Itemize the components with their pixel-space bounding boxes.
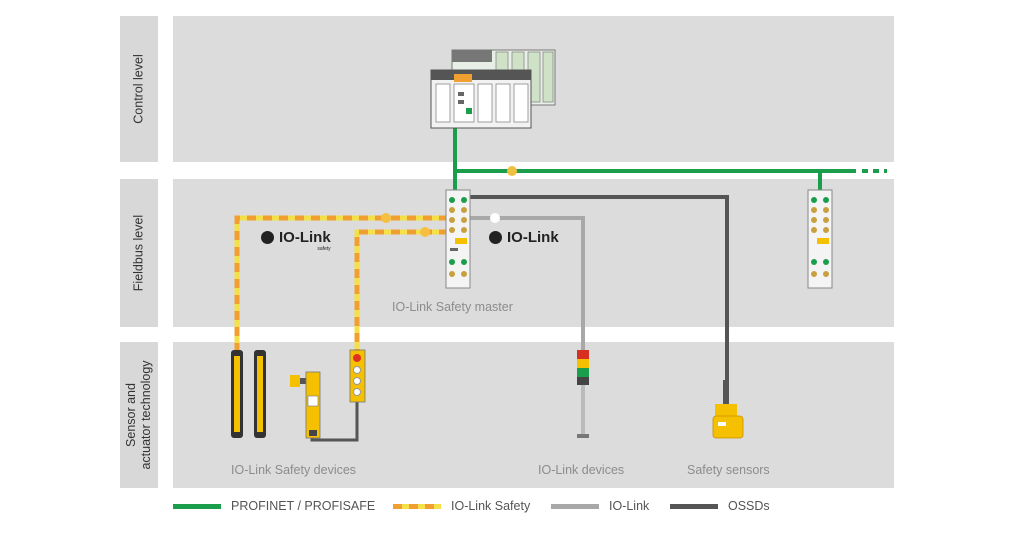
legend-item-iolink: IO-Link [551,498,649,514]
light-curtain [231,350,266,438]
fieldbus-module-right [807,189,833,289]
legend-swatch-profinet [173,503,221,509]
legend-item-profinet: PROFINET / PROFISAFE [173,498,375,514]
iolink-logo-icon [489,231,502,244]
iolink-logo-text: IO-Link [507,229,559,246]
plc-controller [430,49,556,129]
legend-swatch-iolink [551,503,599,509]
profinet-lines [453,125,887,195]
legend-label-ossds: OSSDs [728,499,770,513]
legend-swatch-iolink-safety [393,503,441,509]
fieldbus-level-label-box: Fieldbus level [120,179,158,327]
caption-safety-sensors: Safety sensors [687,463,770,477]
control-level-label-box: Control level [120,16,158,162]
caption-safety-master: IO-Link Safety master [392,300,513,314]
iolink-line [462,213,585,350]
control-station [349,349,366,403]
caption-safety-devices: IO-Link Safety devices [231,463,357,477]
sensor-level-band [173,342,894,488]
legend-label-iolink: IO-Link [609,499,650,513]
fieldbus-level-band [173,179,894,327]
caption-iolink-devices: IO-Link devices [538,463,625,477]
profinet-node-dot [507,166,517,176]
iolink-safety-lines [234,213,448,442]
safety-node-dot-2 [420,227,430,237]
stack-light [577,350,589,438]
iolink-safety-logo-sub: safety [317,246,331,252]
legend-item-iolink-safety: IO-Link Safety [393,498,530,514]
ossd-line [462,195,729,382]
iolink-node-dot [490,213,500,223]
iolink-safety-master-module [445,189,471,289]
iolink-safety-logo-text: IO-Link [279,229,331,246]
sensor-level-label-box: Sensor and actuator technology [120,342,158,488]
legend-label-profinet: PROFINET / PROFISAFE [231,499,376,513]
iolink-logo-icon [261,231,274,244]
iolink-logo: IO-Link [489,229,559,246]
iolink-safety-logo: IO-Link safety [261,229,331,252]
safety-door-switch [290,371,321,439]
safety-sensor [712,380,744,439]
legend-item-ossds: OSSDs [670,498,770,514]
legend-label-iolink-safety: IO-Link Safety [451,499,531,513]
legend-swatch-ossds [670,503,718,509]
safety-node-dot-1 [381,213,391,223]
